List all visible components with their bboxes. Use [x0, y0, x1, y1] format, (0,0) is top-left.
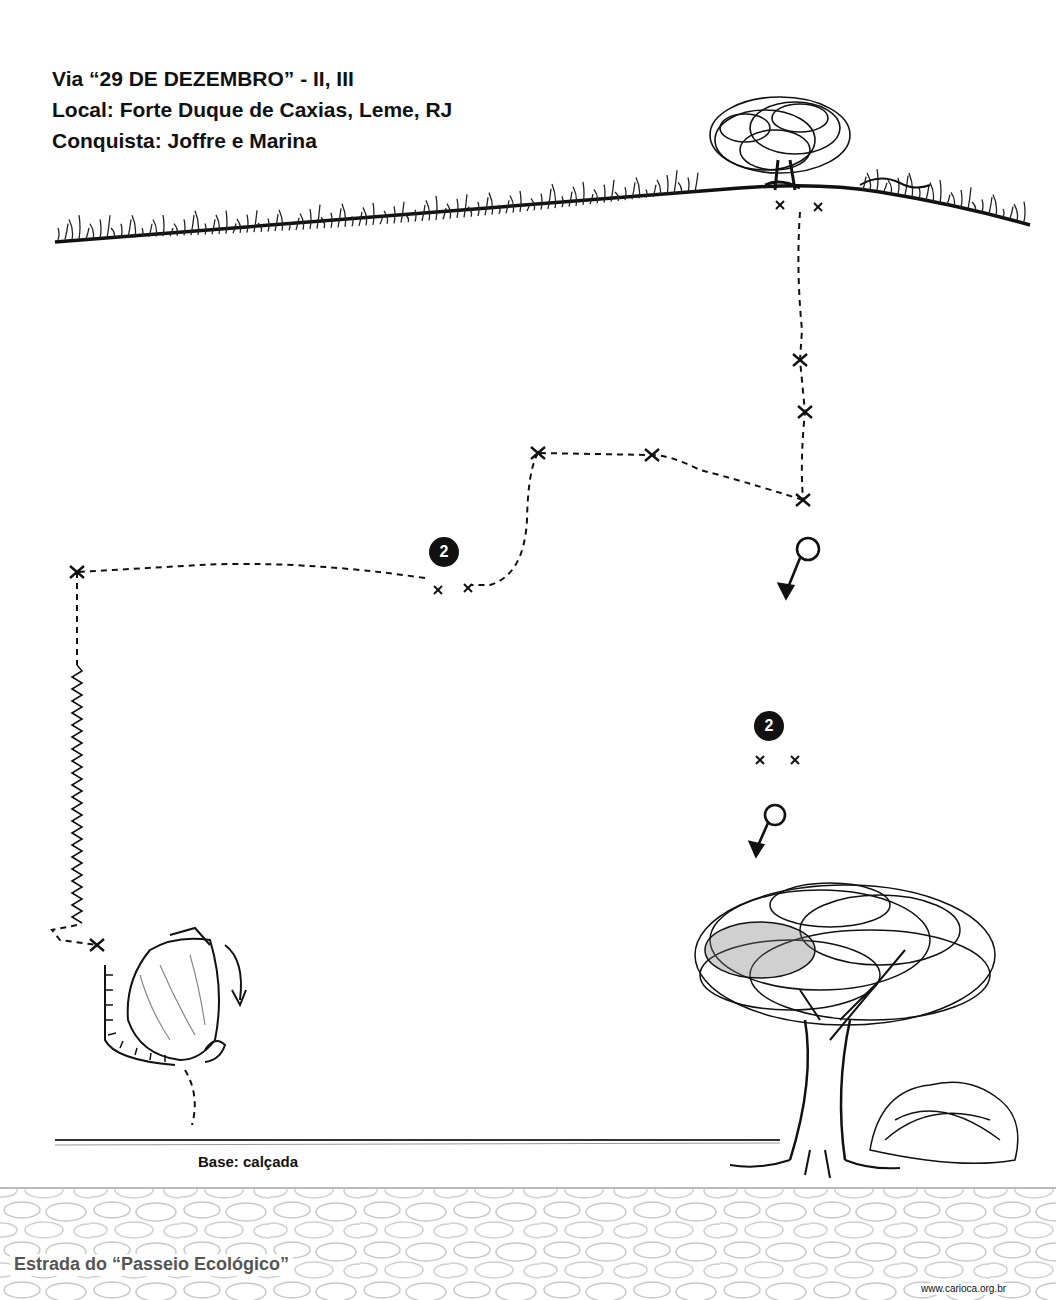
belay-station-marker: 2	[754, 711, 784, 741]
tree	[695, 883, 1018, 1178]
belay-station-marker: 2	[429, 537, 459, 567]
crack-section	[72, 665, 82, 923]
station-number: 2	[765, 717, 774, 735]
boulder	[105, 928, 246, 1065]
location-line: Local: Forte Duque de Caxias, Leme, RJ	[52, 97, 452, 122]
route-title: Via “29 DE DEZEMBRO” - II, III	[52, 66, 354, 91]
base-label: Base: calçada	[198, 1153, 298, 1171]
grass	[58, 169, 1025, 240]
cobblestone-road	[0, 1188, 1056, 1300]
ground-top	[55, 186, 1030, 242]
summit-tree	[710, 97, 930, 190]
road-label: Estrada do “Passeio Ecológico”	[10, 1254, 293, 1276]
authors-line: Conquista: Joffre e Marina	[52, 128, 317, 153]
climbing-route	[52, 212, 805, 1125]
sidewalk-edge	[55, 1143, 780, 1145]
rappel-symbol	[750, 538, 819, 856]
station-number: 2	[440, 543, 449, 561]
website-watermark: www.carioca.org.br	[918, 1283, 1009, 1295]
sidewalk-edge	[55, 1139, 780, 1141]
bolts	[70, 201, 822, 951]
road-edge	[0, 1187, 1056, 1189]
